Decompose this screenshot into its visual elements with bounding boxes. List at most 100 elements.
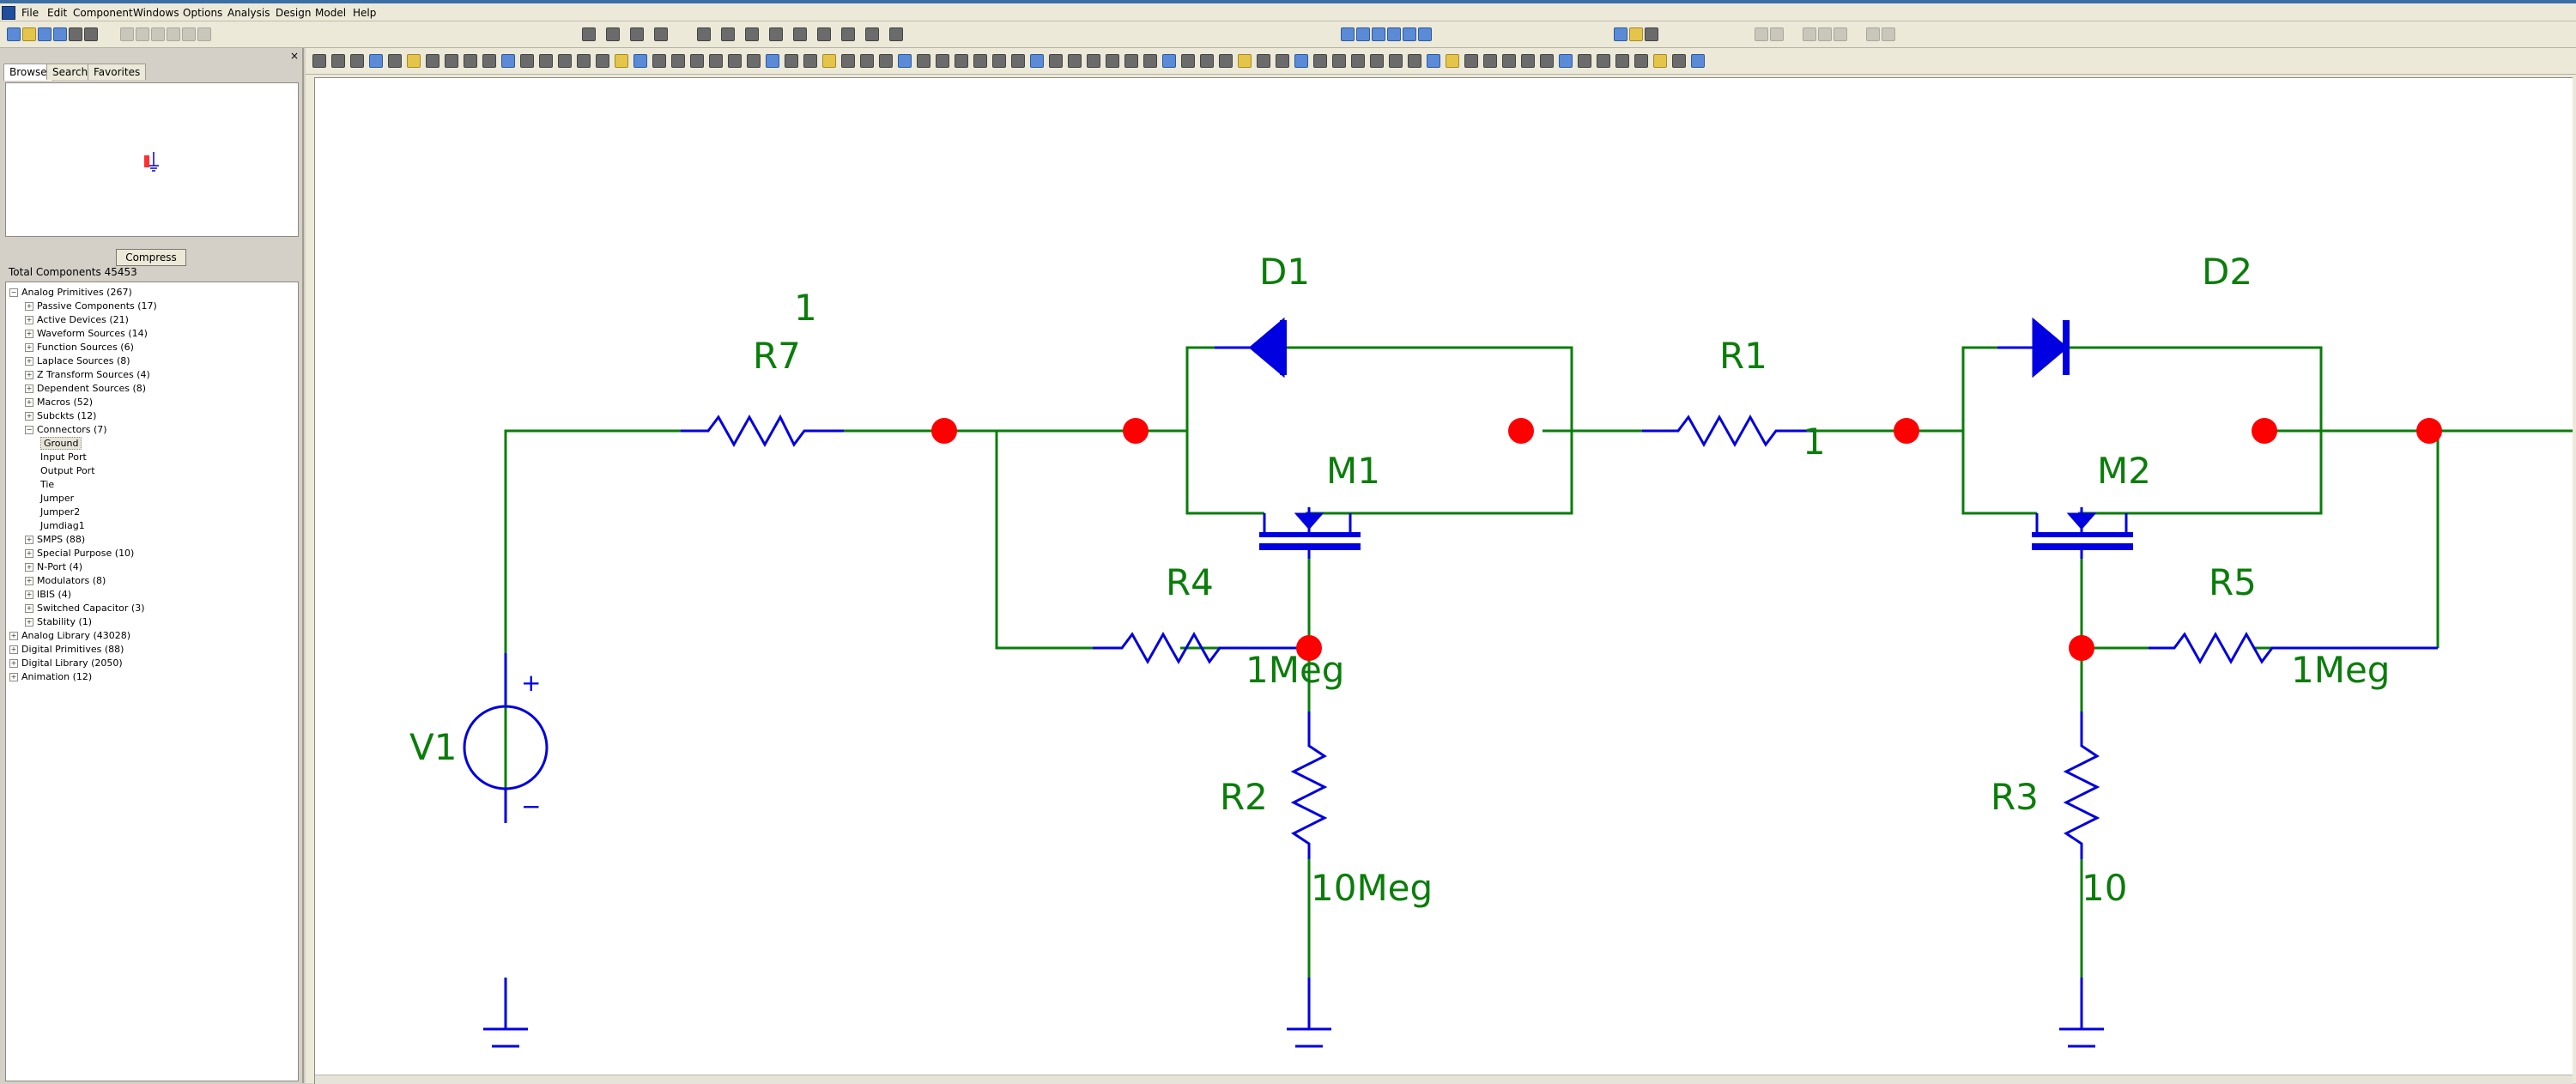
- layer2-tool-icon[interactable]: [1521, 54, 1535, 68]
- arrow-tool-icon[interactable]: [1370, 54, 1384, 68]
- redo-icon[interactable]: [136, 27, 149, 41]
- tree-folder-item[interactable]: +Digital Primitives (88): [9, 643, 124, 657]
- bar-tool-icon[interactable]: [973, 54, 987, 68]
- new-file-icon[interactable]: [7, 27, 21, 41]
- expand-icon[interactable]: +: [25, 330, 33, 338]
- expand-icon[interactable]: +: [25, 302, 33, 311]
- tree-folder-item[interactable]: +N-Port (4): [25, 560, 82, 574]
- grid-icon[interactable]: [1803, 27, 1816, 41]
- expand-icon[interactable]: +: [25, 412, 33, 421]
- tree-folder-item[interactable]: +Stability (1): [25, 615, 92, 629]
- tab-browse[interactable]: Browse: [3, 64, 53, 81]
- undo-icon[interactable]: [120, 27, 134, 41]
- collapse-icon[interactable]: −: [25, 426, 33, 434]
- menu-help[interactable]: Help: [353, 7, 377, 19]
- unbind-tool-icon[interactable]: [1502, 54, 1516, 68]
- resistor-r2[interactable]: [1290, 712, 1328, 859]
- switch-tool-icon[interactable]: [841, 27, 855, 41]
- menu-file[interactable]: File: [21, 7, 39, 19]
- help-tool-icon[interactable]: [520, 54, 534, 68]
- expand-icon[interactable]: +: [25, 371, 33, 379]
- more-tool-icon[interactable]: [1427, 54, 1440, 68]
- expand-icon[interactable]: +: [25, 398, 33, 407]
- arc-tool-icon[interactable]: [445, 54, 458, 68]
- tree-folder-item[interactable]: −Analog Primitives (267): [9, 286, 132, 300]
- expand-icon[interactable]: +: [25, 536, 33, 544]
- tree-folder-item[interactable]: +IBIS (4): [25, 588, 71, 602]
- gear-tool-icon[interactable]: [1597, 54, 1610, 68]
- copy-icon[interactable]: [167, 27, 180, 41]
- tree-folder-item[interactable]: +Z Transform Sources (4): [25, 368, 150, 382]
- pan-tool-icon[interactable]: [331, 54, 345, 68]
- ruler-tool-icon[interactable]: [1351, 54, 1365, 68]
- triangle-tool-icon[interactable]: [955, 54, 968, 68]
- tree-folder-item[interactable]: +SMPS (88): [25, 533, 85, 547]
- tree-leaf-item[interactable]: Ground: [40, 437, 82, 451]
- expand-icon[interactable]: +: [9, 673, 18, 681]
- zoom-in-tool-icon[interactable]: [615, 54, 628, 68]
- diamond-tool-icon[interactable]: [1087, 54, 1100, 68]
- tree-leaf-item[interactable]: Input Port: [40, 451, 87, 464]
- expand-icon[interactable]: +: [9, 659, 18, 668]
- bus-tool-icon[interactable]: [860, 54, 874, 68]
- expand-icon[interactable]: +: [9, 645, 18, 654]
- polygon-tool-icon[interactable]: [464, 54, 477, 68]
- tag-tool-icon[interactable]: [917, 54, 930, 68]
- diode-d2[interactable]: [1997, 317, 2070, 378]
- cursor-tool-icon[interactable]: [1238, 54, 1252, 68]
- tab-favorites[interactable]: Favorites: [88, 64, 147, 80]
- replace-tool-icon[interactable]: [898, 54, 912, 68]
- probe-tool-icon[interactable]: [596, 54, 609, 68]
- fit-tool-icon[interactable]: [652, 54, 666, 68]
- pin-tool-icon[interactable]: [577, 54, 591, 68]
- align-icon[interactable]: [1834, 27, 1847, 41]
- unpack-tool-icon[interactable]: [1464, 54, 1478, 68]
- resistor-r5[interactable]: [2149, 631, 2438, 665]
- window-tile-icon[interactable]: [1341, 27, 1355, 41]
- component-editor-icon[interactable]: [1614, 27, 1627, 41]
- mirror-tool-icon[interactable]: [803, 54, 817, 68]
- resistor-r1[interactable]: [1642, 414, 1815, 448]
- unlock-tool-icon[interactable]: [1332, 54, 1346, 68]
- compress-button[interactable]: Compress: [116, 249, 186, 266]
- menu-edit[interactable]: Edit: [47, 7, 68, 19]
- text-tool-icon[interactable]: [369, 54, 383, 68]
- scope-tool-icon[interactable]: [1181, 54, 1195, 68]
- paste-icon[interactable]: [182, 27, 196, 41]
- mosfet-m1[interactable]: [1259, 507, 1361, 559]
- bookmark-tool-icon[interactable]: [1276, 54, 1289, 68]
- wave-tool-icon[interactable]: [1162, 54, 1176, 68]
- grid-tool-icon[interactable]: [539, 54, 553, 68]
- zoom-out-tool-icon[interactable]: [633, 54, 647, 68]
- help-icon[interactable]: [1755, 27, 1768, 41]
- horizontal-scrollbar[interactable]: [315, 1075, 2573, 1084]
- wire-tool-icon[interactable]: [350, 54, 364, 68]
- line-tool-icon[interactable]: [388, 54, 402, 68]
- tree-folder-item[interactable]: +Animation (12): [9, 670, 92, 684]
- rect-tool-icon[interactable]: [407, 54, 421, 68]
- save-all-icon[interactable]: [53, 27, 67, 41]
- probe2-tool-icon[interactable]: [1219, 54, 1233, 68]
- voltage-source-v1[interactable]: [463, 653, 549, 823]
- battery-tool-icon[interactable]: [793, 27, 807, 41]
- report-tool-icon[interactable]: [1578, 54, 1591, 68]
- table-tool-icon[interactable]: [1049, 54, 1063, 68]
- window-cascade-icon[interactable]: [1356, 27, 1370, 41]
- expand-icon[interactable]: +: [25, 385, 33, 393]
- open-file-icon[interactable]: [22, 27, 36, 41]
- tree-folder-item[interactable]: +Passive Components (17): [25, 300, 157, 313]
- ungroup-tool-icon[interactable]: [747, 54, 761, 68]
- tree-folder-item[interactable]: +Modulators (8): [25, 574, 106, 588]
- step-tool-icon[interactable]: [841, 54, 855, 68]
- info-tool-icon[interactable]: [501, 54, 515, 68]
- print-icon[interactable]: [69, 27, 82, 41]
- cut-icon[interactable]: [151, 27, 165, 41]
- delete-icon[interactable]: [197, 27, 211, 41]
- net-tool-icon[interactable]: [1106, 54, 1119, 68]
- clock-tool-icon[interactable]: [1143, 54, 1157, 68]
- mosfet-m2[interactable]: [2032, 507, 2133, 559]
- app-icon[interactable]: [2, 6, 15, 20]
- ground-tool-icon[interactable]: [817, 27, 831, 41]
- diode-tool-icon[interactable]: [697, 27, 711, 41]
- rotate-icon[interactable]: [1882, 27, 1895, 41]
